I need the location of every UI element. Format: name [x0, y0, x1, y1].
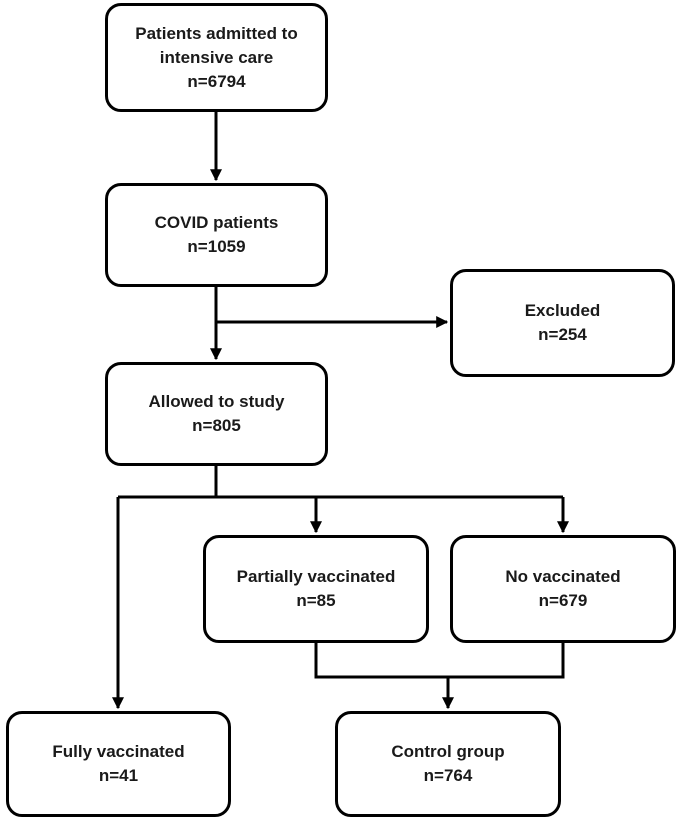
node-partially-vaccinated: Partially vaccinated n=85 [203, 535, 429, 643]
node-label: Excluded [524, 301, 601, 320]
node-no-vaccinated: No vaccinated n=679 [450, 535, 676, 643]
node-label: Partially vaccinated [236, 567, 396, 586]
node-allowed-to-study: Allowed to study n=805 [105, 362, 328, 466]
node-count: n=41 [98, 766, 139, 785]
node-count: n=254 [538, 325, 587, 344]
node-label: Patients admitted to [135, 23, 298, 43]
node-control-group: Control group n=764 [335, 711, 561, 817]
node-count: n=679 [538, 591, 588, 610]
node-count: n=85 [296, 591, 336, 610]
node-covid-patients: COVID patients n=1059 [105, 183, 328, 287]
node-label: intensive care [159, 47, 274, 67]
node-label: COVID patients [154, 213, 279, 232]
node-excluded: Excluded n=254 [450, 269, 675, 377]
node-label: Allowed to study [148, 392, 285, 411]
edge-partial-to-merge [314, 643, 448, 679]
node-label: Fully vaccinated [52, 742, 185, 761]
node-count: n=764 [423, 766, 473, 785]
edge-novacc-to-merge [448, 643, 565, 679]
node-label: No vaccinated [505, 567, 621, 586]
node-count: n=805 [192, 416, 241, 435]
node-count: n=1059 [187, 237, 246, 256]
node-fully-vaccinated: Fully vaccinated n=41 [6, 711, 231, 817]
node-label: Control group [391, 742, 505, 761]
node-patients-admitted: Patients admitted to intensive care n=67… [105, 3, 328, 112]
node-count: n=6794 [187, 71, 246, 91]
